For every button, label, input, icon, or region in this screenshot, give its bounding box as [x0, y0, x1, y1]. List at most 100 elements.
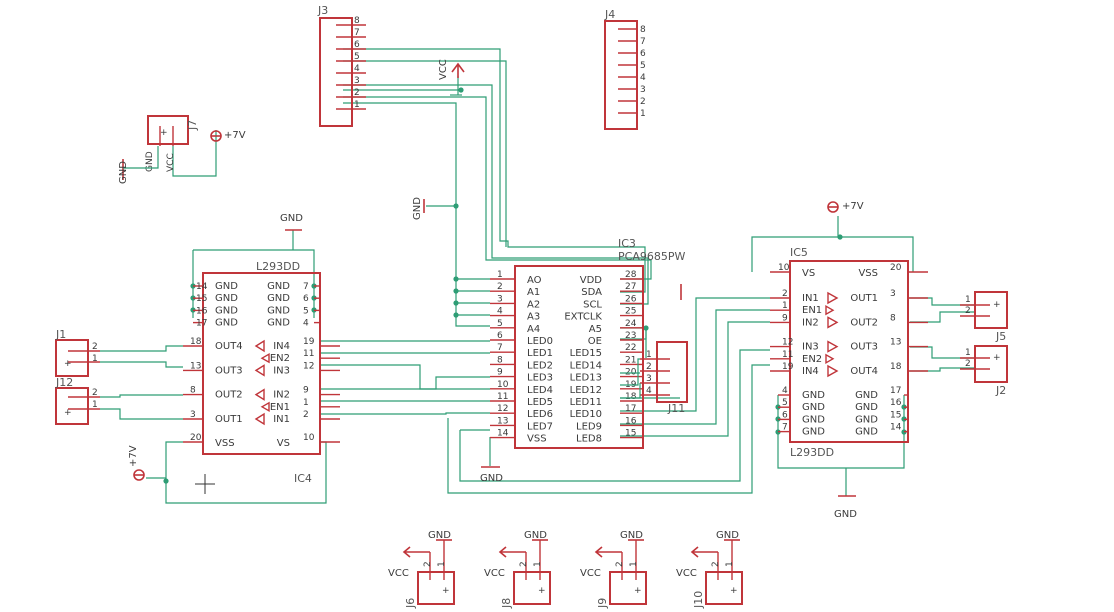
ic5-pin-name: IN1: [802, 293, 819, 304]
ic4-pin-name: OUT2: [215, 390, 243, 401]
bottom-vcc-label: VCC: [580, 568, 601, 579]
ic4-pin-name: IN1: [273, 414, 290, 425]
ic3-pin-name: LED11: [570, 397, 602, 408]
ic4-pin-name: OUT1: [215, 414, 243, 425]
ic3-pin-name: LED10: [570, 409, 602, 420]
ic5-pin-number: 7: [782, 423, 788, 433]
ic4-pin-name: VSS: [215, 438, 235, 449]
p7v-symbol-ic5: +7V: [827, 201, 864, 213]
ic5-pin-name: GND: [855, 414, 878, 425]
j11-wire: [620, 358, 640, 386]
gnd-j7-label: GND: [118, 161, 129, 184]
vcc-arrow-icon: [498, 546, 526, 558]
ic3-pin-name: EXTCLK: [564, 312, 602, 323]
ic3-pin-number: 24: [625, 319, 637, 329]
bottom-vcc-label: VCC: [484, 568, 505, 579]
j1-plus: +: [64, 359, 72, 369]
j12-pin1: 1: [92, 400, 98, 410]
j4-pin-number: 5: [640, 61, 646, 71]
ic5-pin-name: EN2: [802, 354, 822, 365]
ic3-pin-number: 18: [625, 392, 637, 402]
ic3-pin-number: 12: [497, 404, 508, 414]
ic3-pin-number: 10: [497, 380, 509, 390]
j3-pin-number: 5: [354, 52, 360, 62]
ic4-pin-number: 12: [303, 361, 314, 371]
ic3-pin-name: OE: [588, 336, 602, 347]
ic3-value: PCA9685PW: [618, 250, 685, 263]
ic4-pin-name: IN4: [273, 341, 290, 352]
vcc-arrow-icon: [594, 546, 622, 558]
ic4-pin-number: 5: [303, 306, 309, 316]
ic5-pin-number: 17: [890, 386, 901, 396]
bottom-gnd-label: GND: [428, 530, 451, 541]
ic3-pin-number: 8: [497, 355, 503, 365]
gnd-symbol-j7: GND: [118, 146, 159, 184]
j3-pin-number: 7: [354, 28, 360, 38]
connector-j7[interactable]: + J7 GND VCC: [145, 115, 199, 172]
ic3-pin-number: 26: [625, 294, 637, 304]
ic3-ref: IC3: [618, 237, 636, 250]
ic5-pin-name: OUT4: [850, 366, 878, 377]
j11-ref: J11: [667, 402, 685, 415]
connector-j5[interactable]: 1 2 + J5: [960, 291, 1008, 343]
connector-j2[interactable]: 1 2 + J2: [960, 345, 1008, 397]
ic3-pin-name: LED13: [570, 373, 602, 384]
ic3-pin-number: 23: [625, 331, 636, 341]
j5-pin1: 1: [965, 295, 971, 305]
bottom-gnd-label: GND: [524, 530, 547, 541]
ic3-pin-name: A3: [527, 312, 540, 323]
ic3-pin-number: 1: [497, 270, 503, 280]
gnd-ic4-label: GND: [280, 213, 303, 224]
bottom-plus: +: [730, 586, 738, 596]
ic5-pin-number: 19: [782, 362, 794, 372]
ic5-pin-number: 16: [890, 398, 902, 408]
connector-j1[interactable]: J1 2 1 +: [55, 328, 100, 377]
j12-pin2: 2: [92, 388, 98, 398]
ic5-pin-number: 9: [782, 313, 788, 323]
vcc-arrow-icon: [690, 546, 718, 558]
ic3-pin-name: LED4: [527, 385, 553, 396]
ic5-pin-name: IN3: [802, 342, 819, 353]
ic4-pin-number: 16: [196, 306, 208, 316]
ic3-pin-name: LED6: [527, 409, 553, 420]
bottom-plus: +: [442, 586, 450, 596]
ic5-pin-number: 4: [782, 386, 788, 396]
ic3-pin-name: VSS: [527, 434, 547, 445]
p7v-ic5-label: +7V: [842, 201, 864, 212]
j7-vcc-label: VCC: [166, 153, 176, 172]
j11-pin-number: 1: [646, 350, 652, 360]
ic3-pin-number: 27: [625, 282, 636, 292]
ic4-pin-name: VS: [277, 438, 290, 449]
ic4-pin-number: 1: [303, 398, 309, 408]
ic5-pin-name: IN4: [802, 366, 819, 377]
vcc-arrow-icon: [402, 546, 430, 558]
ic3-pin-number: 6: [497, 331, 503, 341]
j3-pin-number: 6: [354, 40, 360, 50]
j4-pin-number: 6: [640, 49, 646, 59]
ic4-pin-number: 14: [196, 282, 208, 292]
gnd-mid-label: GND: [412, 197, 423, 220]
ic4-pin-number: 10: [303, 433, 315, 443]
ic4-pin-number: 6: [303, 294, 309, 304]
connector-j12[interactable]: J12 2 1 +: [55, 376, 100, 425]
j2-plus: +: [993, 353, 1001, 363]
j3-pin-number: 3: [354, 76, 360, 86]
ic5-pin-number: 11: [782, 350, 793, 360]
buffer-triangle-icon: [254, 364, 265, 377]
ic4-pin-name: OUT4: [215, 341, 243, 352]
bottom-ref: J10: [692, 591, 705, 609]
bottom-pin-number: 2: [615, 561, 625, 567]
vcc-top-label: VCC: [438, 59, 449, 80]
bottom-pin-number: 2: [519, 561, 529, 567]
ic4-pin-name: GND: [267, 293, 290, 304]
